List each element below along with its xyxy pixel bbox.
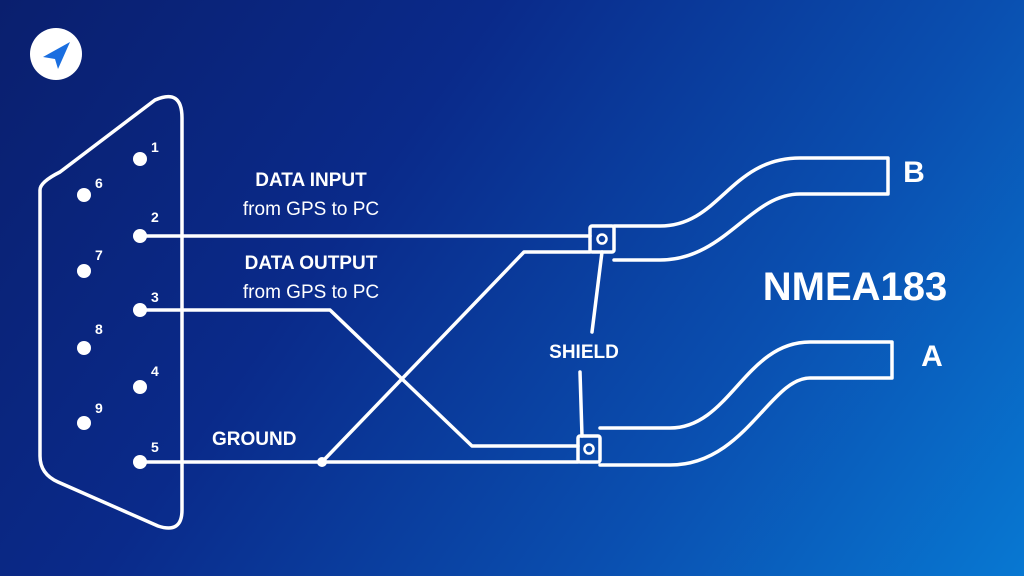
shield-leader-to-a <box>578 370 584 438</box>
pin-5: 5 <box>133 439 159 469</box>
pin-1: 1 <box>133 139 159 166</box>
pin-5-label: 5 <box>151 439 159 455</box>
pin-2: 2 <box>133 209 159 243</box>
cable-a-terminal <box>576 434 602 464</box>
db9-connector-outline <box>38 94 184 530</box>
data-input-title: DATA INPUT <box>255 170 367 191</box>
cable-b-terminal-screw <box>596 233 608 245</box>
pin-7-dot <box>77 264 91 278</box>
shield-leader-to-b <box>590 250 604 334</box>
data-output-subtitle: from GPS to PC <box>243 282 379 303</box>
logo[interactable] <box>30 28 82 80</box>
pin-8-dot <box>77 341 91 355</box>
pin-9-label: 9 <box>95 400 103 416</box>
data-output-title: DATA OUTPUT <box>245 253 378 274</box>
cable-b-terminal <box>588 224 616 254</box>
ground-to-shield-b-wire <box>320 250 592 464</box>
pin-6-dot <box>77 188 91 202</box>
pin-4-label: 4 <box>151 363 159 379</box>
cable-b-jacket <box>612 156 890 262</box>
data-input-subtitle: from GPS to PC <box>243 199 379 220</box>
pin-7: 7 <box>77 247 103 278</box>
shield-label: SHIELD <box>549 342 619 363</box>
pin-8-label: 8 <box>95 321 103 337</box>
pin-1-label: 1 <box>151 139 159 155</box>
pin-8: 8 <box>77 321 103 355</box>
pin-4-dot <box>133 380 147 394</box>
pin-9: 9 <box>77 400 103 430</box>
protocol-title: NMEA183 <box>763 265 948 309</box>
pin-3: 3 <box>133 289 159 317</box>
pin-7-label: 7 <box>95 247 103 263</box>
pin-9-dot <box>77 416 91 430</box>
pin-2-label: 2 <box>151 209 159 225</box>
cable-a-terminal-screw <box>583 443 595 455</box>
cable-a-jacket <box>598 340 894 467</box>
pin-3-label: 3 <box>151 289 159 305</box>
ground-label: GROUND <box>212 429 296 450</box>
navigation-arrow-icon <box>43 42 70 69</box>
ground-junction-dot <box>317 457 327 467</box>
wire-b-label: B <box>903 156 925 189</box>
pin-6: 6 <box>77 175 103 202</box>
wire-a-label: A <box>921 340 943 373</box>
pin-1-dot <box>133 152 147 166</box>
pin-6-label: 6 <box>95 175 103 191</box>
pin-4: 4 <box>133 363 159 394</box>
